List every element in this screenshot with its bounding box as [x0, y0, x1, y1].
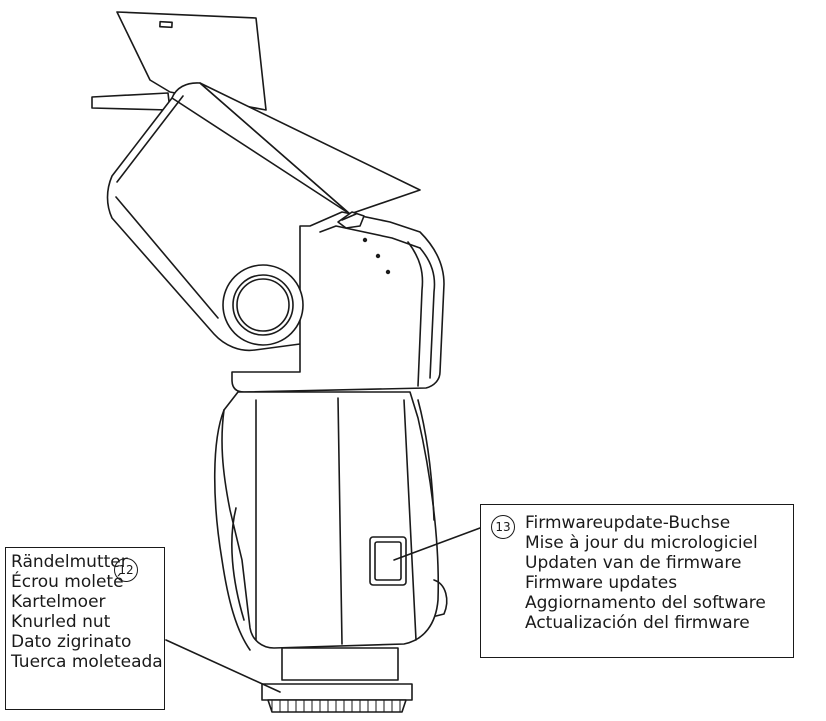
- knurled-nut-label-nl: Kartelmoer: [11, 592, 106, 612]
- knurled-nut-labels: Rändelmutter Écrou moleté Kartelmoer Knu…: [11, 552, 163, 672]
- callout-number-13: 13: [491, 515, 515, 539]
- tilt-hub: [222, 264, 304, 346]
- bounce-card: [91, 11, 267, 111]
- knurled-nut-label-box: Rändelmutter Écrou moleté Kartelmoer Knu…: [5, 547, 165, 710]
- firmware-port-label-en: Firmware updates: [525, 573, 678, 593]
- firmware-port-label-nl: Updaten van de firmware: [525, 553, 742, 573]
- knurled-nut: [261, 647, 413, 713]
- firmware-port-labels: Firmwareupdate-Buchse Mise à jour du mic…: [525, 513, 766, 633]
- knurled-nut-label-es: Tuerca moleteada: [11, 652, 163, 672]
- knurled-nut-label-en: Knurled nut: [11, 612, 111, 632]
- knurled-nut-label-fr: Écrou moleté: [11, 572, 124, 592]
- tilt-housing: [231, 211, 445, 393]
- firmware-port: [369, 536, 407, 586]
- firmware-port-label-de: Firmwareupdate-Buchse: [525, 513, 731, 533]
- leader-line-12: [165, 639, 281, 693]
- firmware-port-label-box: 13 Firmwareupdate-Buchse Mise à jour du …: [480, 504, 794, 658]
- leader-line-13: [393, 527, 481, 561]
- firmware-port-label-it: Aggiornamento del software: [525, 593, 766, 613]
- knurled-nut-label-de: Rändelmutter: [11, 552, 128, 572]
- flash-body: [213, 391, 448, 651]
- firmware-port-label-es: Actualización del firmware: [525, 613, 750, 633]
- callout-number-12: 12: [114, 558, 138, 582]
- firmware-port-label-fr: Mise à jour du micrologiciel: [525, 533, 758, 553]
- knurled-nut-label-it: Dato zigrinato: [11, 632, 132, 652]
